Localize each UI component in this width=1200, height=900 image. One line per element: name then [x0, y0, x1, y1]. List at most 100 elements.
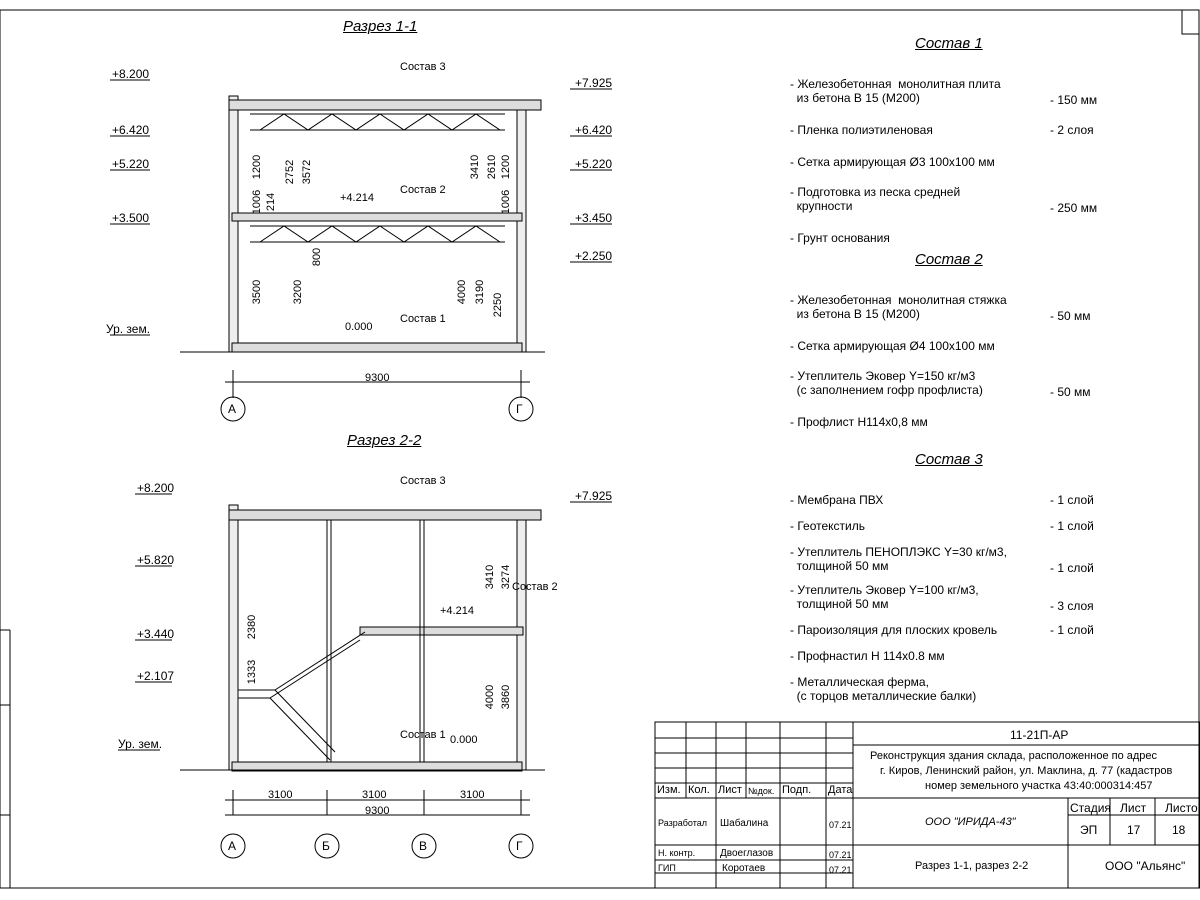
vertical-dimension: 3200 — [292, 279, 305, 305]
axis-label: А — [228, 402, 237, 416]
vertical-dimension: 800 — [311, 247, 324, 267]
level-label: +8.200 — [112, 67, 150, 81]
axis-label: Г — [516, 402, 523, 416]
layer-tag: Состав 3 — [400, 61, 446, 73]
span-dimension: 3100 — [460, 789, 485, 801]
composition-item: - Утеплитель Эковер Y=150 кг/м3 (с запол… — [790, 369, 983, 397]
composition-value: - 50 мм — [1050, 385, 1091, 399]
axis-label: Г — [516, 839, 523, 853]
total-sheets: 18 — [1172, 823, 1186, 837]
vertical-dimension: 214 — [265, 192, 278, 212]
stamp-header: Лист — [718, 784, 742, 796]
section-2-title: Разрез 2-2 — [347, 432, 422, 449]
vertical-dimension: 4000 — [456, 279, 469, 305]
span-dimension: 3100 — [268, 789, 293, 801]
project-desc-line: г. Киров, Ленинский район, ул. Маклина, … — [880, 765, 1173, 777]
composition-value: - 50 мм — [1050, 309, 1091, 323]
ground-label: Ур. зем. — [118, 737, 163, 751]
composition-item: - Профлист Н114х0,8 мм — [790, 415, 928, 429]
sheet-title: Разрез 1-1, разрез 2-2 — [915, 860, 1029, 872]
layer-tag: Состав 2 — [400, 184, 446, 196]
vertical-dimension: 2380 — [246, 614, 259, 640]
vertical-dimension: 1200 — [500, 154, 513, 180]
elevation-mark: +4.214 — [440, 605, 474, 617]
composition-item: - Профнастил Н 114х0.8 мм — [790, 649, 945, 663]
sheet-frame — [0, 9, 1200, 889]
composition-item: - Железобетонная монолитная стяжка из бе… — [790, 293, 1007, 321]
stamp-header: Кол. — [688, 784, 710, 796]
layer-tag: Состав 3 — [400, 475, 446, 487]
sign-date: 07.21 — [829, 820, 852, 830]
composition-item: - Мембрана ПВХ — [790, 493, 884, 507]
vertical-dimension: 1200 — [251, 154, 264, 180]
composition-value: - 1 слой — [1050, 519, 1094, 533]
vertical-dimension: 4000 — [484, 684, 497, 710]
level-label: +2.107 — [137, 669, 175, 683]
composition-value: - 150 мм — [1050, 93, 1098, 107]
span-dimension: 9300 — [365, 372, 390, 384]
vertical-dimension: 3410 — [484, 564, 497, 590]
axis-label: В — [419, 839, 428, 853]
composition-value: - 2 слоя — [1050, 123, 1094, 137]
level-label: +6.420 — [575, 123, 613, 137]
stamp-header: Дата — [828, 784, 853, 796]
level-label: +7.925 — [575, 76, 613, 90]
composition-item: - Утеплитель ПЕНОПЛЭКС Y=30 кг/м3, толщи… — [790, 545, 1007, 573]
vertical-dimension: 2250 — [492, 292, 505, 318]
project-desc-line: Реконструкция здания склада, расположенн… — [870, 750, 1158, 762]
composition-title: Состав 1 — [915, 35, 983, 52]
layer-tag: Состав 2 — [512, 581, 558, 593]
sign-date: 07.21 — [829, 865, 852, 875]
vertical-dimension: 3410 — [469, 154, 482, 180]
axis-label: А — [228, 839, 237, 853]
sign-date: 07.21 — [829, 850, 852, 860]
composition-value: - 1 слой — [1050, 561, 1094, 575]
elevation-mark: +4.214 — [340, 192, 374, 204]
person-name: Шабалина — [720, 818, 769, 829]
vertical-dimension: 2610 — [486, 154, 499, 180]
role-label: Разработал — [658, 818, 707, 828]
title-block-grid — [654, 721, 1200, 889]
vertical-dimension: 2752 — [284, 159, 297, 185]
section-1-1-structure — [180, 95, 545, 422]
composition-item: - Сетка армирующая Ø4 100х100 мм — [790, 339, 995, 353]
stage-value: ЭП — [1080, 823, 1098, 837]
vertical-dimension: 3572 — [301, 159, 314, 185]
vertical-dimension: 3860 — [500, 684, 513, 710]
vertical-dimension: 1333 — [246, 659, 259, 685]
stamp-header: Подп. — [782, 784, 812, 796]
person-name: Коротаев — [722, 863, 766, 874]
composition-item: - Сетка армирующая Ø3 100х100 мм — [790, 155, 995, 169]
composition-title: Состав 2 — [915, 251, 983, 268]
level-label: +2.250 — [575, 249, 613, 263]
company-name: ООО "Альянс" — [1105, 859, 1186, 873]
composition-item: - Утеплитель Эковер Y=100 кг/м3, толщино… — [790, 583, 979, 611]
composition-item: - Подготовка из песка средней крупности — [790, 185, 961, 213]
stamp-header: №док. — [748, 786, 775, 796]
section-2-2-structure — [180, 504, 545, 859]
organization: ООО "ИРИДА-43" — [925, 816, 1016, 828]
level-label: +5.820 — [137, 553, 175, 567]
vertical-dimension: 1006 — [500, 189, 513, 215]
level-label: +5.220 — [112, 157, 150, 171]
composition-item: - Пароизоляция для плоских кровель — [790, 623, 998, 637]
project-desc-line: номер земельного участка 43:40:000314:45… — [925, 780, 1153, 792]
vertical-dimension: 3190 — [474, 279, 487, 305]
vertical-dimension: 1006 — [251, 189, 264, 215]
level-label: +7.925 — [575, 489, 613, 503]
role-label: ГИП — [658, 863, 676, 873]
level-label: +3.500 — [112, 211, 150, 225]
ground-label: Ур. зем. — [106, 322, 151, 336]
span-dimension: 9300 — [365, 805, 390, 817]
vertical-dimension: 3500 — [251, 279, 264, 305]
composition-item: - Пленка полиэтиленовая — [790, 123, 933, 137]
section-1-title: Разрез 1-1 — [343, 18, 418, 35]
level-lines — [110, 79, 612, 751]
elevation-mark: 0.000 — [450, 734, 478, 746]
layer-tag: Состав 1 — [400, 729, 446, 741]
composition-item: - Геотекстиль — [790, 519, 865, 533]
level-label: +3.450 — [575, 211, 613, 225]
axis-label: Б — [322, 839, 330, 853]
